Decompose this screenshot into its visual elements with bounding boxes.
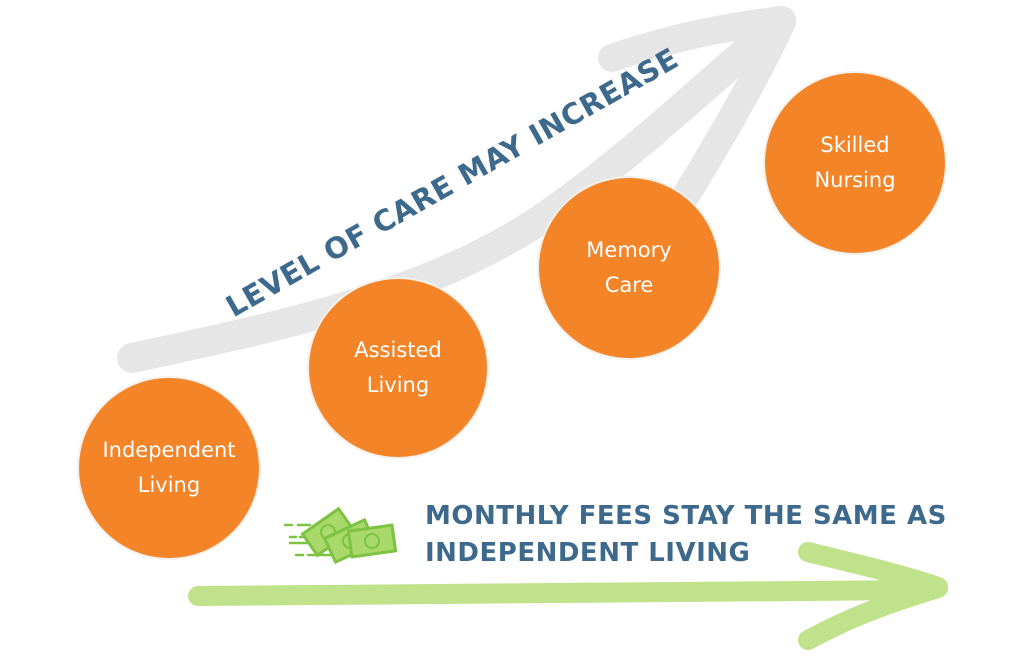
stage-memory-care: Memory Care (539, 178, 719, 358)
monthly-fees-line-2: INDEPENDENT LIVING (425, 538, 751, 568)
stage-skilled-nursing: Skilled Nursing (765, 73, 945, 253)
arrow-right-icon (188, 542, 948, 650)
monthly-fees-line-1: MONTHLY FEES STAY THE SAME AS (425, 501, 947, 531)
stage-label: Independent Living (102, 438, 236, 497)
curved-arrow-up-icon (117, 6, 796, 373)
stage-independent-living: Independent Living (79, 378, 259, 558)
money-bills-icon (283, 506, 398, 565)
stage-label: Skilled Nursing (814, 133, 896, 192)
stage-label: Assisted Living (354, 338, 442, 397)
monthly-fees-label: MONTHLY FEES STAY THE SAME AS INDEPENDEN… (425, 498, 947, 572)
stage-assisted-living: Assisted Living (309, 279, 487, 457)
stage-label: Memory Care (586, 238, 672, 297)
